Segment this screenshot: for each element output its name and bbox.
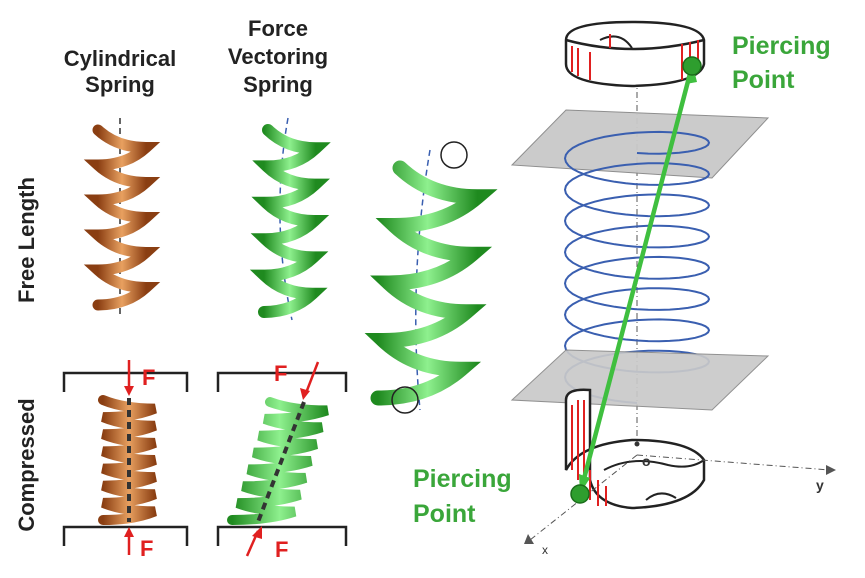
- force-label-bottom-right: F: [275, 537, 288, 562]
- row-label-free-length: Free Length: [14, 177, 39, 303]
- piercing-top-line2: Point: [732, 66, 795, 94]
- piercing-bottom-line2: Point: [413, 500, 476, 528]
- end-circle-bottom: [391, 386, 419, 414]
- cylindrical-spring-free: [83, 118, 161, 318]
- y-axis: [636, 454, 831, 471]
- top-plate-right: [216, 371, 348, 392]
- header-cylindrical-line2: Spring: [85, 72, 155, 97]
- cylindrical-spring-compressed: F F: [62, 360, 189, 561]
- header-force-line1: Force: [248, 16, 308, 41]
- force-label-top-right: F: [274, 361, 287, 386]
- lower-seat: [564, 388, 706, 510]
- force-arrow-down-right: [304, 361, 320, 394]
- y-axis-label: y: [816, 477, 824, 493]
- piercing-point-top-marker: [682, 56, 702, 76]
- piercing-bottom-line1: Piercing: [413, 465, 512, 493]
- header-force-line3: Spring: [243, 72, 313, 97]
- lower-plane: [510, 349, 770, 411]
- force-vectoring-spring-compressed: F F: [216, 361, 348, 562]
- header-cylindrical-line1: Cylindrical: [64, 46, 176, 71]
- bottom-plate-right: [216, 525, 348, 546]
- top-plate-left: [62, 371, 189, 392]
- bottom-plate-left: [62, 525, 189, 546]
- end-circle-top: [440, 141, 468, 169]
- piercing-line: [577, 65, 695, 495]
- upper-seat: [564, 20, 706, 88]
- force-label-bottom-left: F: [140, 536, 153, 561]
- force-vectoring-spring-free: [249, 117, 331, 321]
- force-vectoring-spring-large: [364, 141, 498, 414]
- header-force-line2: Vectoring: [228, 44, 328, 69]
- piercing-point-bottom-marker: [570, 484, 590, 504]
- x-axis-label: x: [542, 543, 548, 557]
- piercing-point-diagram: z: [413, 20, 836, 557]
- piercing-top-line1: Piercing: [732, 32, 831, 60]
- origin-label: o: [642, 453, 651, 469]
- upper-plane: [510, 109, 770, 179]
- force-label-top-left: F: [142, 365, 155, 390]
- row-label-compressed: Compressed: [14, 398, 39, 531]
